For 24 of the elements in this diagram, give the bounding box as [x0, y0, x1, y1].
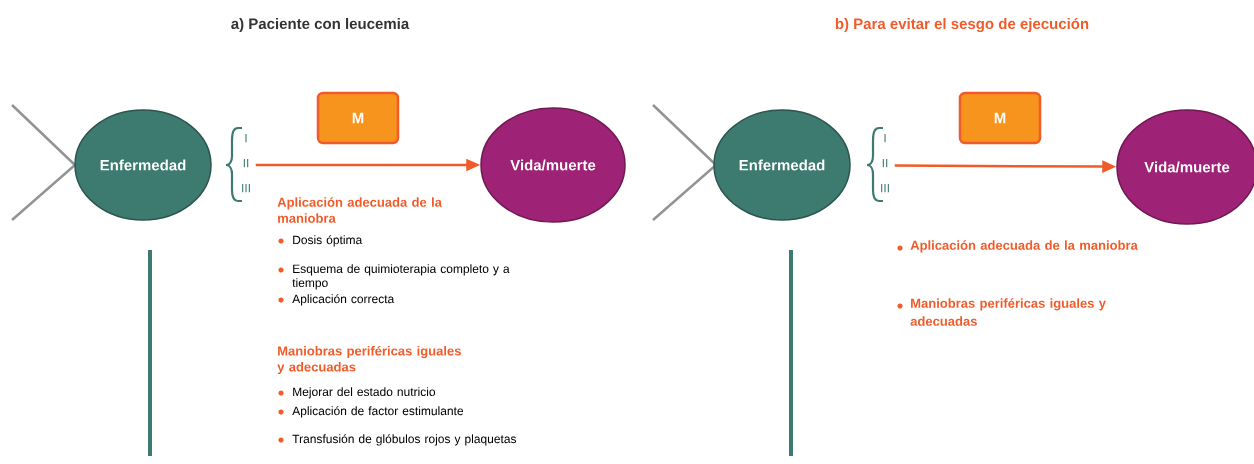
roman-numeral: III [881, 183, 889, 193]
panel-title: a) Paciente con leucemia [231, 18, 410, 32]
bullet-item: Aplicación de factor estimulante [292, 406, 464, 418]
bullet-item: Esquema de quimioterapia completo y a tiempo [292, 264, 510, 290]
bullet-item: Mejorar del estado nutricio [293, 387, 436, 399]
bullet-item: Dosis óptima [293, 235, 363, 247]
roman-numeral: I [245, 133, 247, 143]
panel-title: b) Para evitar el sesgo de ejecución [835, 17, 1089, 33]
roman-numeral: II [243, 158, 249, 168]
section-heading: Aplicación adecuada de la maniobra [277, 197, 442, 223]
m-box: M [316, 91, 400, 145]
roman-numeral: I [884, 133, 886, 143]
bullet-item: Aplicación adecuada de la maniobra [910, 240, 1138, 253]
m-box: M [958, 91, 1042, 145]
ellipse-node: Vida/muerte [480, 107, 626, 223]
roman-numeral: II [882, 158, 888, 168]
ellipse-node: Vida/muerte [1116, 109, 1254, 225]
section-heading: Maniobras periféricas iguales y adecuadas [277, 345, 461, 375]
bullet-item: Transfusión de glóbulos rojos y plaquetas [292, 434, 517, 446]
ellipse-node: Enfermedad [74, 109, 212, 221]
bullet-item: Aplicación correcta [292, 294, 395, 306]
bullet-item: Maniobras periféricas iguales y adecuadas [910, 298, 1106, 326]
ellipse-node: Enfermedad [713, 109, 851, 221]
roman-numeral: III [242, 183, 250, 193]
